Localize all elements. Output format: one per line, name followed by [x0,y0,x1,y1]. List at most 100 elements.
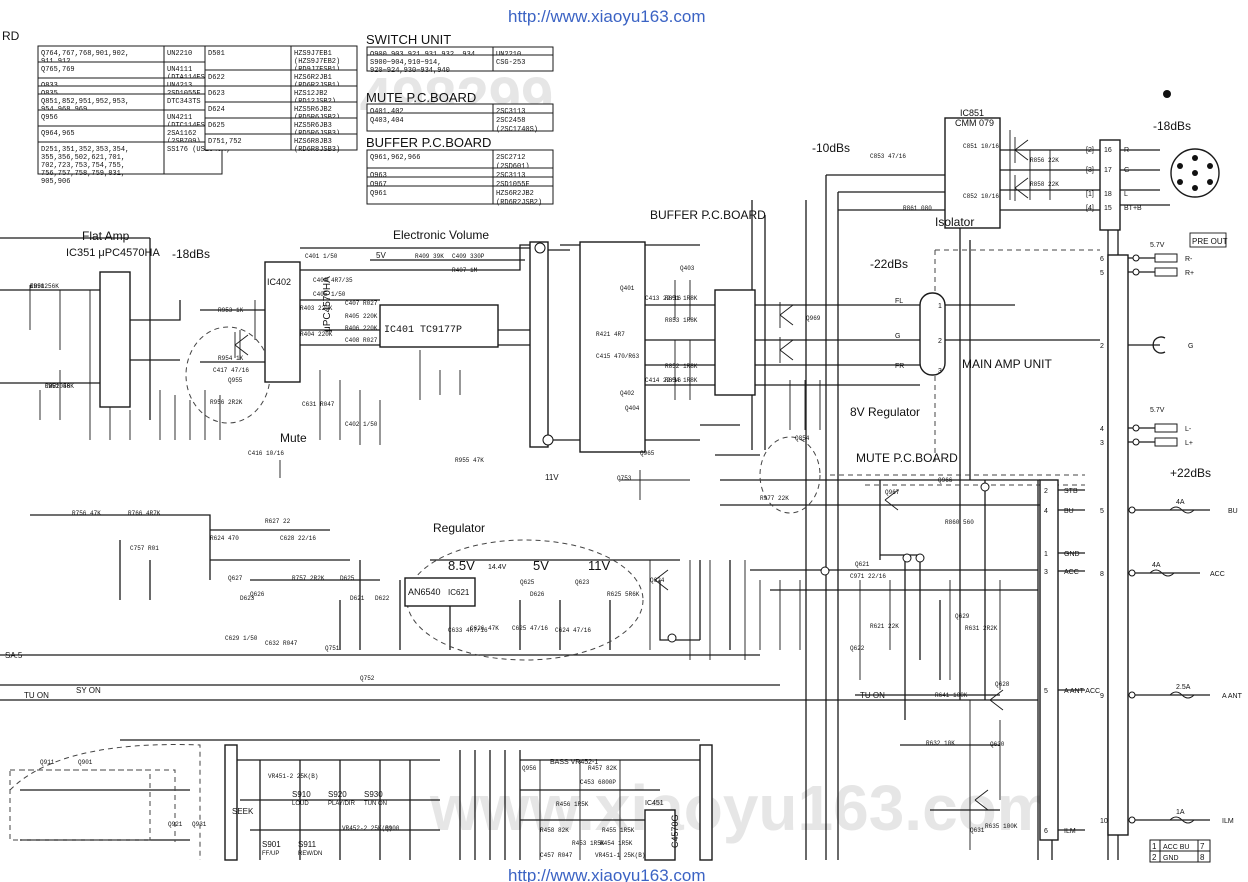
v5-label: 5V [533,558,549,573]
part-1: R952 56K [45,383,74,390]
buffer-table-row-1-type: 2SC3113 [496,172,525,180]
left-table-row-7-type: SS176 (US1040M) [167,146,230,154]
mute-label: Mute [280,431,307,445]
buffer-table-title: BUFFER P.C.BOARD [366,135,491,150]
part-100: Q921 [168,821,183,828]
buffer-table-row-3-type: (RD6R2JSB2) [496,199,542,207]
watermark-url-top[interactable]: http://www.xiaoyu163.com [508,7,705,26]
mid-table-row-0-type: (HZS9J7EB2) [294,58,340,66]
p-pin-1: 5 [1100,270,1104,277]
left-table-row-0-type: UN2210 [167,50,192,58]
part-51: Q752 [360,675,375,682]
connector-lower [699,744,713,861]
part-64: R757 2R2K [292,575,325,582]
mute-pcb-title: MUTE P.C.BOARD [366,90,476,105]
main-amp-unit-label: MAIN AMP UNIT [962,357,1052,371]
part-2: R953 1K [218,307,244,314]
part-53: R977 22K [760,495,789,502]
part-12: R406 220K [345,325,378,332]
switch-unit-table: Q900,903,921,931,932, 934UN2210S900~904,… [366,46,554,75]
part-34: Q401 [620,285,635,292]
e-pin-2: 1 [1044,551,1048,558]
e-pin-name-1: BU [1064,508,1074,515]
switch-table-row-1-part: S900~904,910~914, [370,59,441,67]
part-77: C633 4R7/16 [448,627,488,634]
part-60: R631 2R2K [965,625,998,632]
p-pin-3: 4 [1100,426,1104,433]
mid-table-row-1-part: D622 [208,74,225,82]
part-43: Q625 [520,579,535,586]
p-pin-name-6: ACC [1210,571,1225,578]
part-9: R407 1M [452,267,478,274]
part-94: R453 1R5K [572,840,605,847]
part-39: Q621 [855,561,870,568]
mid-table-row-3-type: HZS5R6JB2 [294,106,332,114]
v5b-label: 5V [376,251,386,260]
e-pin-4: 5 [1044,688,1048,695]
part-68: D622 [375,595,390,602]
part-19: R854 1R8K [665,377,698,384]
left-table-row-7-part: D251,351,352,353,354, [41,146,129,154]
part-10: C407 R027 [345,300,378,307]
mid-table-row-5-part: D751,752 [208,138,242,146]
e-pin-name-5: ILM [1064,828,1076,835]
mid-table-row-2-part: D623 [208,90,225,98]
s-pin-name-2: FR [895,363,904,370]
an6540-box [404,577,476,607]
left-table-row-7-part: 905,906 [41,178,70,186]
legend-pin-a-0: 1 [1152,842,1157,851]
part-104: IB902 [30,283,48,290]
buffer-table-row-3-part: Q961 [370,190,387,198]
v57-label-1: 5.7V [1150,242,1165,249]
e-pin-name-4: A ANT ACC [1064,688,1100,695]
parts-table-mid: D501HZS9J7EB1(HZS9J7EB2)(RD9J7ESB1)(RD9J… [204,45,358,154]
connector-s [919,292,946,376]
part-58: R632 10K [926,740,955,747]
buffer-connector [714,289,756,396]
p-pin-6: 8 [1100,571,1104,578]
v11b-label: 11V [545,473,559,482]
part-73: C628 22/16 [280,535,316,542]
v57-label-2: 5.7V [1150,407,1165,414]
part-65: R627 22 [265,518,291,525]
legend-name-0: ACC BU [1163,844,1189,851]
v14-label: 14.4V [488,564,507,571]
watermark-url-bottom[interactable]: http://www.xiaoyu163.com [508,866,705,882]
part-30: Q969 [806,315,821,322]
part-63: C757 R01 [130,545,159,552]
fuse-label-1: 4A [1152,562,1161,569]
din-pin-1: [3] [1086,167,1094,174]
mid-table-row-5-type: (RD6R8JSB3) [294,146,340,154]
part-27: C851 10/16 [963,143,999,150]
buffer-table-row-1-part: Q963 [370,172,387,180]
part-76: C624 47/16 [555,627,591,634]
bg-watermark-2: www.xiaoyu163.com [429,772,1054,844]
e-pin-name-3: ACC [1064,569,1079,576]
mid-table-row-2-type: HZS12JB2 [294,90,328,98]
part-71: R625 5R6K [607,591,640,598]
ground-symbol [1152,336,1166,354]
part-3: R954 1K [218,355,244,362]
din-num-2: 18 [1104,191,1112,198]
part-70: D626 [530,591,545,598]
part-59: R635 100K [985,823,1018,830]
v11-label: 11V [588,558,610,573]
s-pin-1: 2 [938,338,942,345]
part-57: R641 100K [935,692,968,699]
ic451-box [644,809,676,861]
part-42: Q624 [650,577,665,584]
part-31: Q854 [795,435,810,442]
db22-plus-label: +22dBs [1170,466,1211,480]
part-48: Q631 [970,827,985,834]
din-num-1: 17 [1104,167,1112,174]
part-20: C413 22/16 [645,295,681,302]
buffer-table-row-0-part: Q961,962,966 [370,154,420,162]
s-pin-0: 1 [938,303,942,310]
part-105: CWW1048 [45,383,71,390]
part-7: R409 39K [415,253,444,260]
buffer-table-row-3-type: HZS6R2JB2 [496,190,534,198]
din-num-0: 16 [1104,147,1112,154]
